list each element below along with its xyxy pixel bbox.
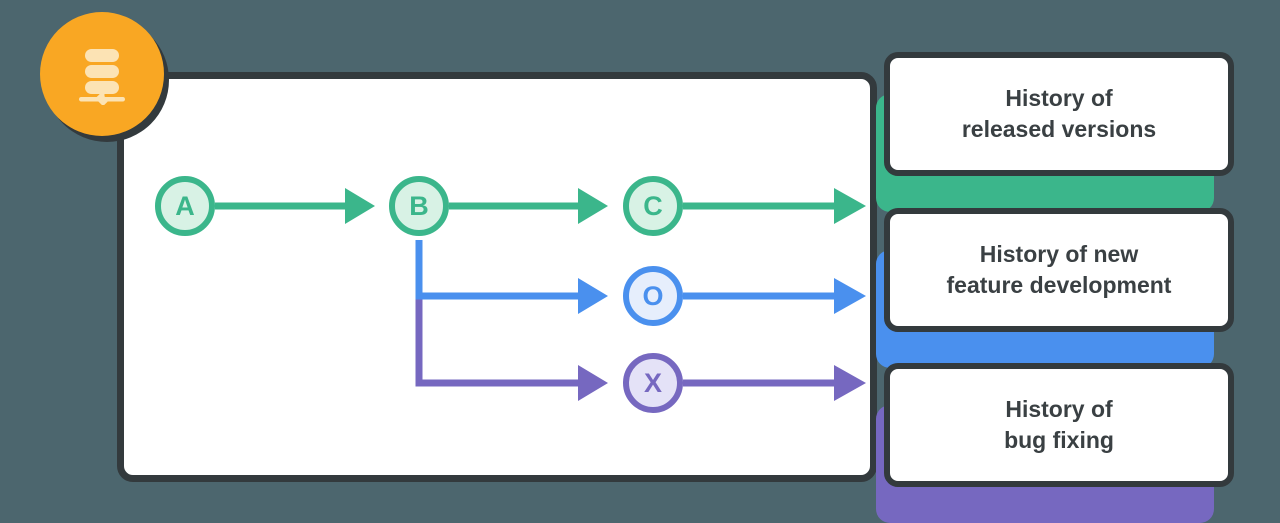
label-card-released-line2: released versions (961, 116, 1157, 142)
commit-node-a[interactable]: A (155, 176, 215, 236)
label-card-bugfix-line2: bug fixing (1004, 427, 1114, 453)
label-card-released-line1: History of (1005, 84, 1113, 111)
commit-node-b-label: B (409, 190, 429, 221)
commit-node-b[interactable]: B (389, 176, 449, 236)
label-card-feature-line2: feature development (946, 272, 1172, 298)
main-panel (117, 72, 877, 482)
commit-node-c[interactable]: C (623, 176, 683, 236)
label-card-feature-box[interactable]: History of new feature development (884, 208, 1234, 332)
commit-node-o[interactable]: O (623, 266, 683, 326)
commit-node-o-label: O (642, 280, 664, 311)
database-server-icon (71, 43, 133, 105)
label-card-feature-line1: History of new (979, 240, 1139, 267)
label-card-bugfix-box[interactable]: History of bug fixing (884, 363, 1234, 487)
commit-node-a-label: A (175, 190, 195, 221)
repository-badge[interactable] (40, 12, 164, 136)
label-card-released-box[interactable]: History of released versions (884, 52, 1234, 176)
label-card-bugfix-line1: History of (1005, 395, 1113, 422)
commit-node-c-label: C (643, 190, 663, 221)
commit-node-x[interactable]: X (623, 353, 683, 413)
commit-node-x-label: X (643, 367, 662, 398)
